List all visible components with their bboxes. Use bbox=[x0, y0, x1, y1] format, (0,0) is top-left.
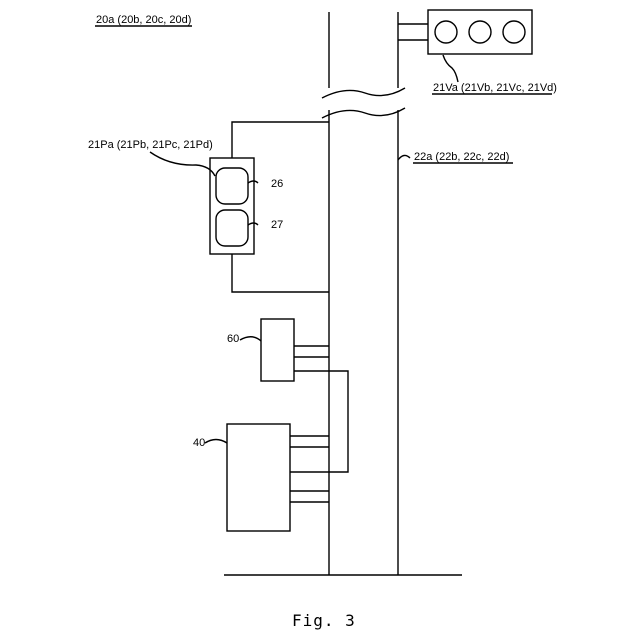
ped-lamp-27 bbox=[216, 210, 248, 246]
pole-break-mark-bottom bbox=[322, 108, 405, 118]
lamp-26-leader bbox=[248, 181, 258, 183]
vehicle-lamp-3 bbox=[503, 21, 525, 43]
pedestrian-signal-label: 21Pa (21Pb, 21Pc, 21Pd) bbox=[88, 139, 213, 151]
pole-label: 20a (20b, 20c, 20d) bbox=[96, 14, 191, 26]
device-60-to-40-cable bbox=[290, 371, 348, 472]
lamp-27-leader bbox=[248, 223, 258, 225]
ped-signal-bracket-top bbox=[232, 122, 329, 158]
vehicle-signal-leader bbox=[443, 55, 458, 82]
ped-lamp-26 bbox=[216, 168, 248, 204]
vehicle-signal-label: 21Va (21Vb, 21Vc, 21Vd) bbox=[433, 82, 557, 94]
device-40-box bbox=[227, 424, 290, 531]
pole-body-leader bbox=[398, 155, 410, 160]
device-40-leader bbox=[205, 440, 227, 444]
vehicle-signal-housing bbox=[428, 10, 532, 54]
device-60-label: 60 bbox=[227, 333, 239, 345]
figure-caption: Fig. 3 bbox=[292, 611, 356, 630]
device-60-leader bbox=[240, 337, 261, 341]
upper-lamp-label: 26 bbox=[271, 178, 283, 190]
pole-break-mark-top bbox=[322, 88, 405, 98]
vehicle-lamp-1 bbox=[435, 21, 457, 43]
device-60-box bbox=[261, 319, 294, 381]
device-40-label: 40 bbox=[193, 437, 205, 449]
lower-lamp-label: 27 bbox=[271, 219, 283, 231]
ped-signal-bracket-bottom bbox=[232, 254, 329, 292]
pole-body-label: 22a (22b, 22c, 22d) bbox=[414, 151, 509, 163]
vehicle-lamp-2 bbox=[469, 21, 491, 43]
ped-signal-leader bbox=[150, 152, 215, 176]
